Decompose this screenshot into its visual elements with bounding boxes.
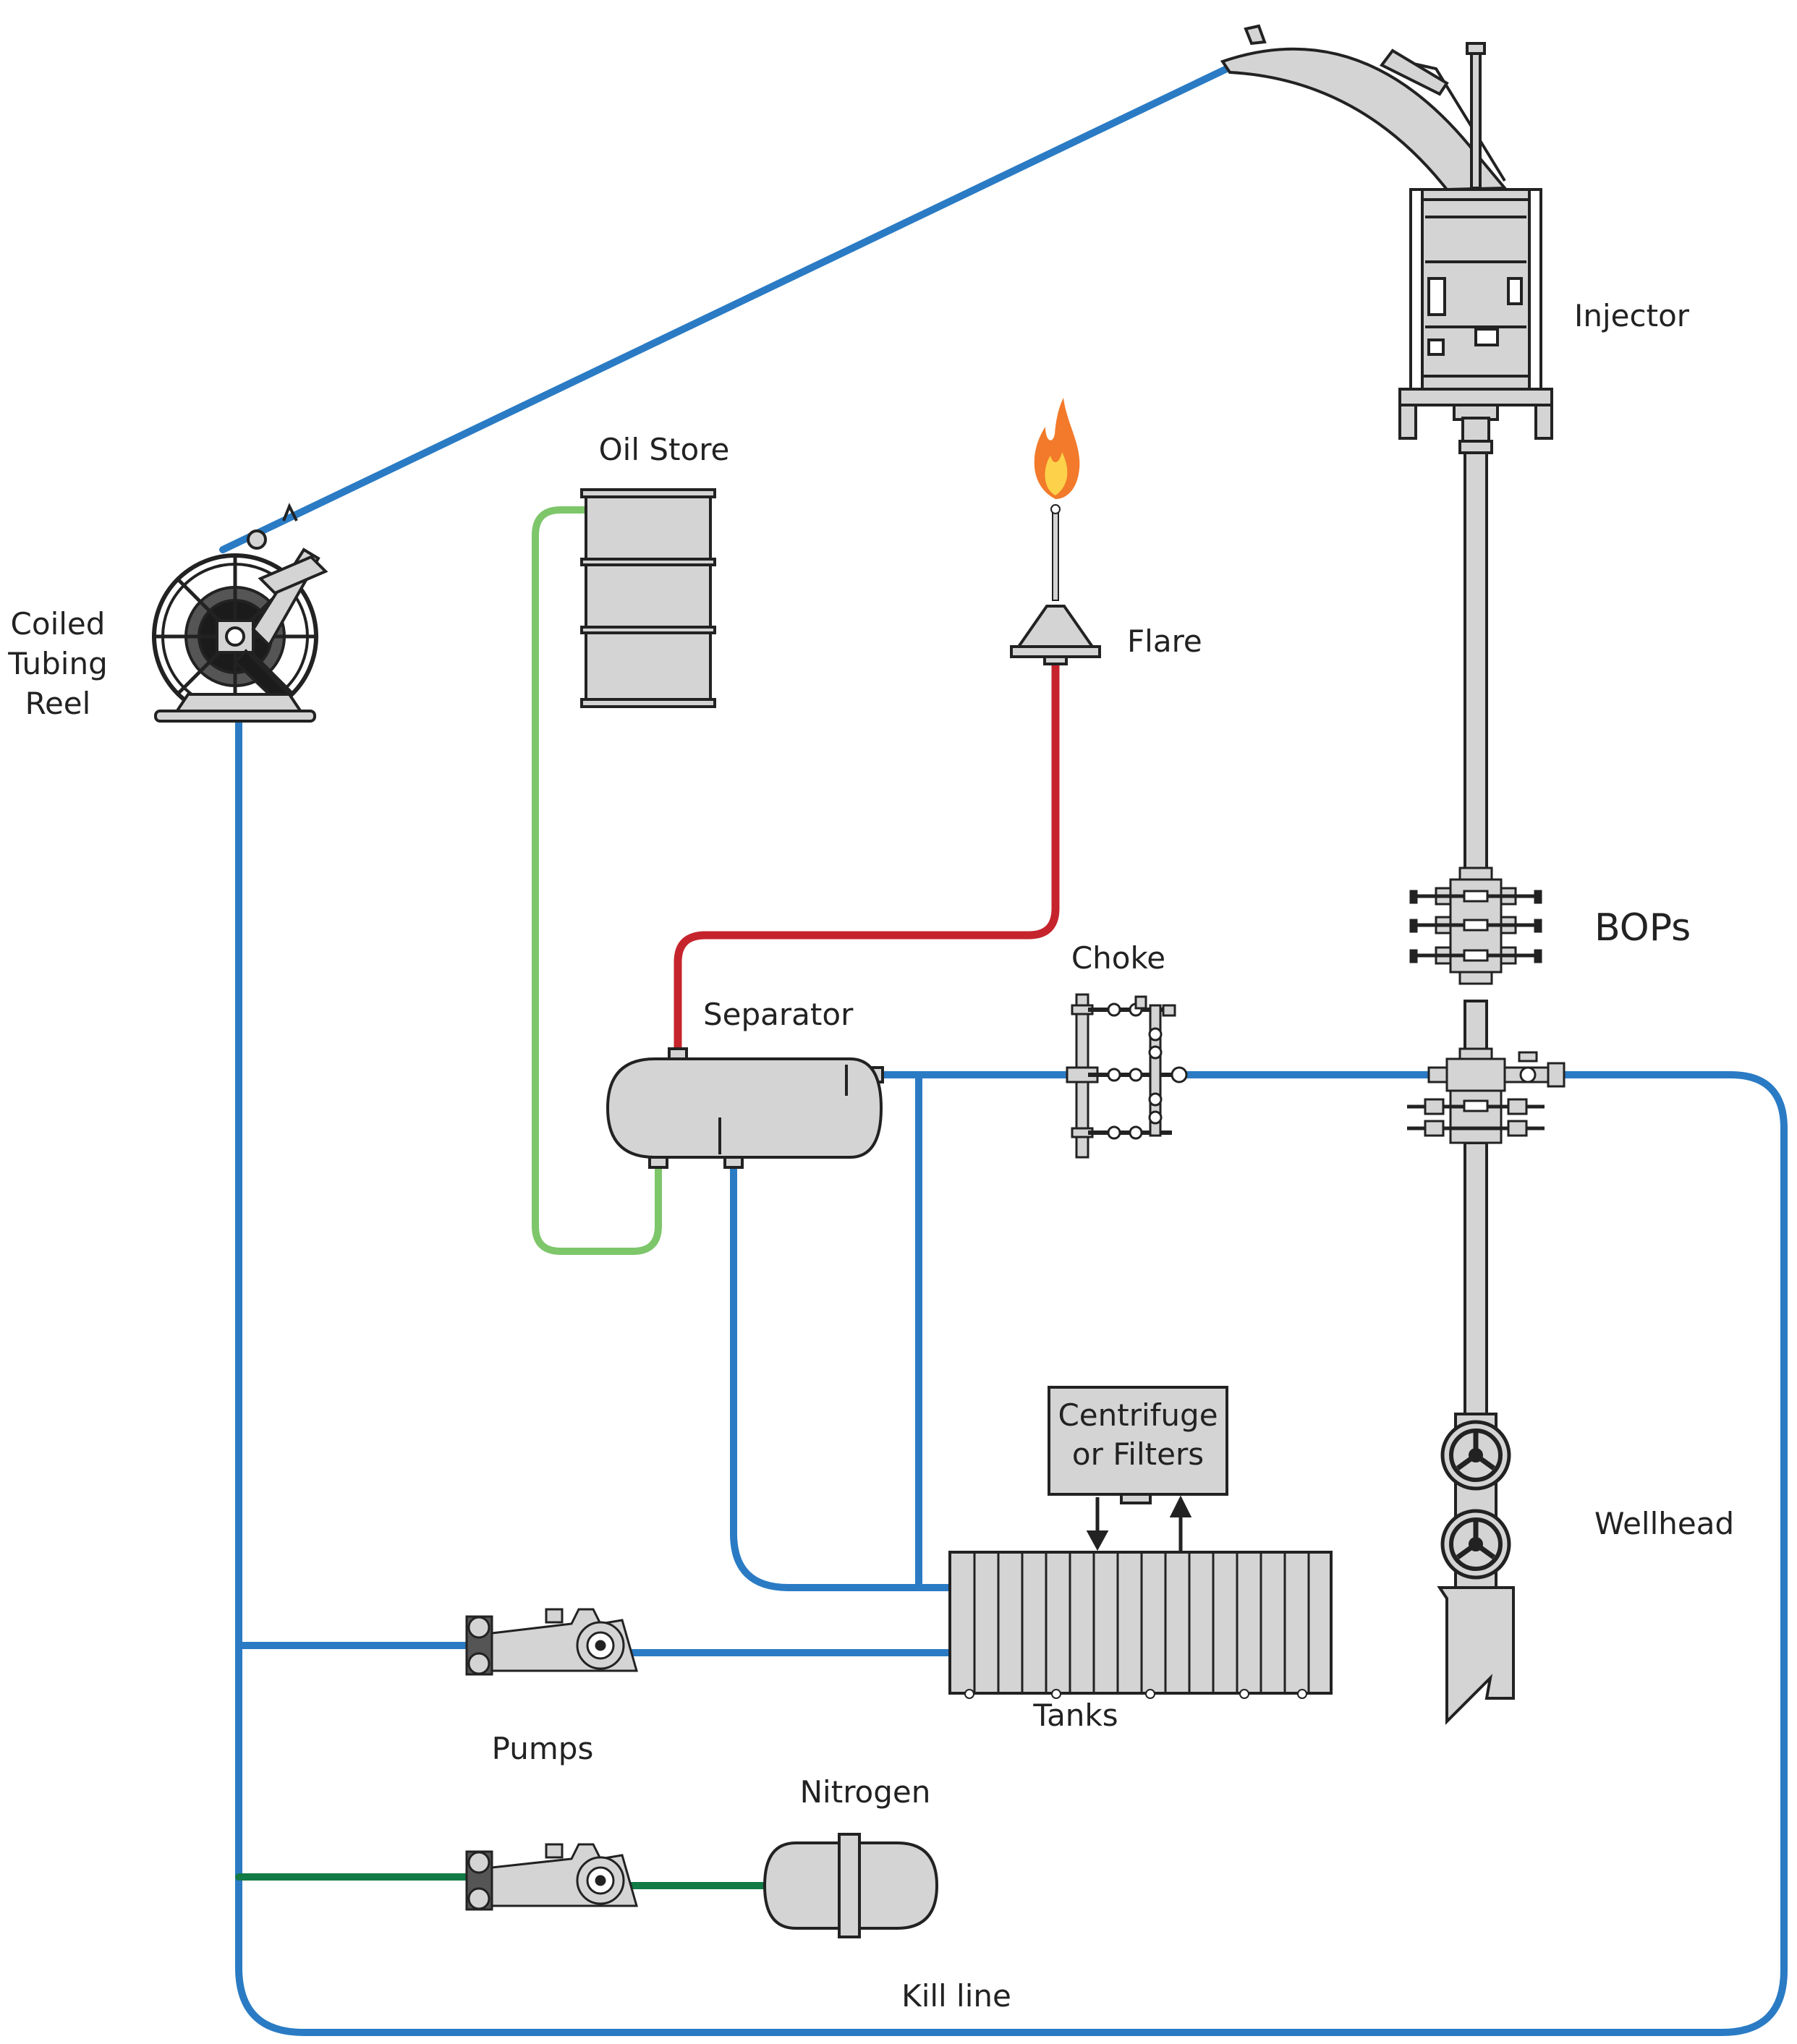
label-coiled-line3: Reel xyxy=(25,686,91,721)
pump-lower xyxy=(465,1843,638,1911)
label-bops: BOPs xyxy=(1594,906,1691,950)
label-flare: Flare xyxy=(1127,623,1202,659)
pipelines xyxy=(219,64,1788,2036)
wellhead xyxy=(1437,1420,1515,1725)
label-injector: Injector xyxy=(1574,298,1690,333)
label-separator: Separator xyxy=(703,997,854,1032)
label-coiled-line2: Tubing xyxy=(8,646,108,681)
flow-cross xyxy=(1407,1047,1566,1144)
injector xyxy=(1220,24,1553,454)
label-tanks: Tanks xyxy=(1033,1698,1118,1733)
bop-stack xyxy=(1409,866,1542,985)
nitrogen-line xyxy=(235,1873,770,1889)
pump-line-to-tanks xyxy=(235,1642,953,1656)
centrifuge-unit xyxy=(1048,1386,1228,1551)
choke-manifold xyxy=(1066,993,1188,1159)
label-kill-line: Kill line xyxy=(901,1978,1011,2014)
centrifuge-box xyxy=(1048,1386,1228,1496)
coiled-tubing-reel xyxy=(152,503,328,723)
separator-water-line xyxy=(730,1164,954,1591)
oil-line xyxy=(532,506,662,1255)
label-oil-store: Oil Store xyxy=(598,432,730,467)
label-centrifuge-line1: Centrifuge xyxy=(1058,1397,1218,1433)
label-centrifuge: Centrifuge or Filters xyxy=(1049,1396,1227,1474)
pump-upper xyxy=(465,1608,638,1676)
label-centrifuge-line2: or Filters xyxy=(1071,1436,1205,1472)
nitrogen-tank xyxy=(762,1833,939,1938)
separator-vessel xyxy=(606,1047,884,1169)
tanks xyxy=(948,1551,1333,1699)
label-coiled-tubing-reel: Coiled Tubing Reel xyxy=(8,604,108,723)
label-wellhead: Wellhead xyxy=(1594,1506,1735,1541)
oil-store-drum xyxy=(580,488,716,708)
tubing-line-reel-to-injector xyxy=(219,64,1233,553)
label-pumps: Pumps xyxy=(491,1731,594,1766)
label-coiled-line1: Coiled xyxy=(10,606,106,642)
label-choke: Choke xyxy=(1071,940,1166,976)
flare xyxy=(1010,398,1101,665)
label-nitrogen: Nitrogen xyxy=(799,1774,931,1810)
kill-line xyxy=(235,720,1788,2036)
gas-line xyxy=(674,660,1060,1060)
